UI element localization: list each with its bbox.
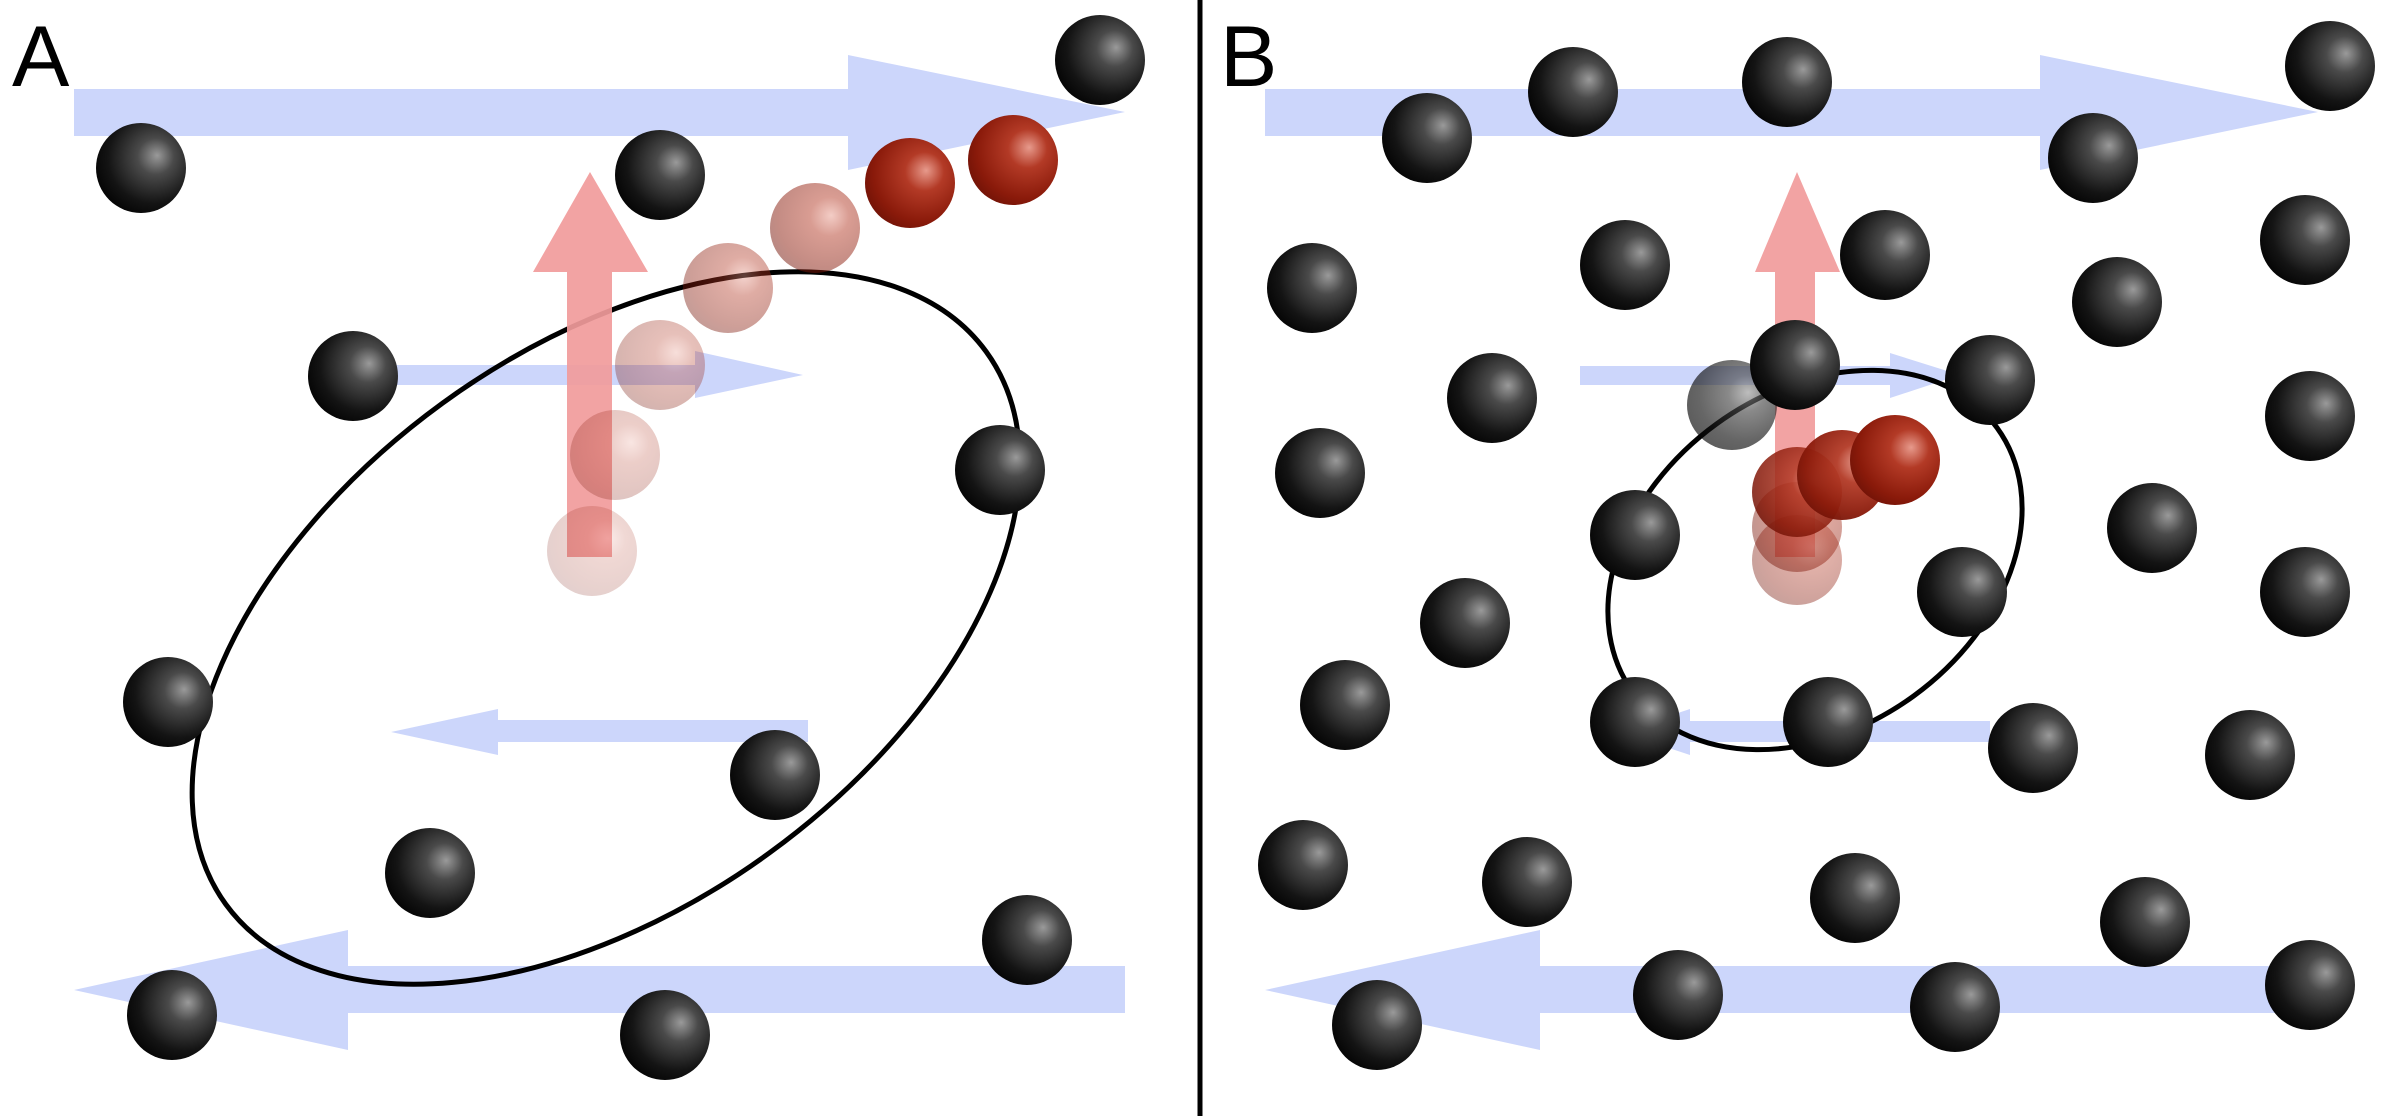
particle (127, 970, 217, 1060)
panel-a-top-shear-arrow (74, 55, 1125, 170)
tracked-particle (547, 506, 637, 596)
particle (1742, 37, 1832, 127)
particle (2205, 710, 2295, 800)
particle (2265, 371, 2355, 461)
particle (1300, 660, 1390, 750)
panel-b-cage-particles (1590, 320, 2035, 767)
panel-a-particles (96, 15, 1145, 1080)
particle (1810, 853, 1900, 943)
particle (1447, 353, 1537, 443)
particle (1382, 93, 1472, 183)
particle (1482, 837, 1572, 927)
particle (1945, 335, 2035, 425)
particle (123, 657, 213, 747)
panel-a-lower-mid-shear-arrow (391, 709, 808, 755)
tracked-particle (770, 183, 860, 273)
particle (2100, 877, 2190, 967)
particle (730, 730, 820, 820)
panel-a-displacement-arrow (533, 172, 648, 557)
panel-a-tracked-particle-trajectory (547, 115, 1058, 596)
particle (96, 123, 186, 213)
particle (2260, 547, 2350, 637)
particle (2265, 940, 2355, 1030)
particle (1267, 243, 1357, 333)
tracked-particle (865, 138, 955, 228)
particle (1590, 490, 1680, 580)
particle (2048, 113, 2138, 203)
particle (1590, 677, 1680, 767)
particle (1258, 820, 1348, 910)
panel-a-label: A (12, 9, 70, 105)
particle (615, 130, 705, 220)
particle (1275, 428, 1365, 518)
tracked-particle (968, 115, 1058, 205)
particle (1840, 210, 1930, 300)
tracked-particle (615, 320, 705, 410)
particle (1917, 547, 2007, 637)
panel-a: A (12, 9, 1145, 1080)
particle (2285, 21, 2375, 111)
panel-b-particles (1258, 21, 2375, 1070)
particle (2107, 483, 2197, 573)
panel-b-tracked-particle-trajectory (1752, 415, 1940, 605)
particle (1910, 962, 2000, 1052)
particle (1633, 950, 1723, 1040)
panel-a-cage-outline (189, 269, 1023, 987)
particle (2260, 195, 2350, 285)
particle (1420, 578, 1510, 668)
particle (1580, 220, 1670, 310)
particle (1332, 980, 1422, 1070)
particle (2072, 257, 2162, 347)
tracked-particle (683, 243, 773, 333)
particle (385, 828, 475, 918)
particle (620, 990, 710, 1080)
particle (982, 895, 1072, 985)
panel-a-bottom-shear-arrow (74, 930, 1125, 1050)
panel-b: B (1220, 9, 2375, 1070)
particle (1055, 15, 1145, 105)
panel-b-bottom-shear-arrow (1265, 930, 2305, 1050)
tracked-particle (570, 410, 660, 500)
particle (308, 331, 398, 421)
particle (955, 425, 1045, 515)
particle (1750, 320, 1840, 410)
tracked-particle (1850, 415, 1940, 505)
particle (1528, 47, 1618, 137)
particle (1783, 677, 1873, 767)
particle (1988, 703, 2078, 793)
